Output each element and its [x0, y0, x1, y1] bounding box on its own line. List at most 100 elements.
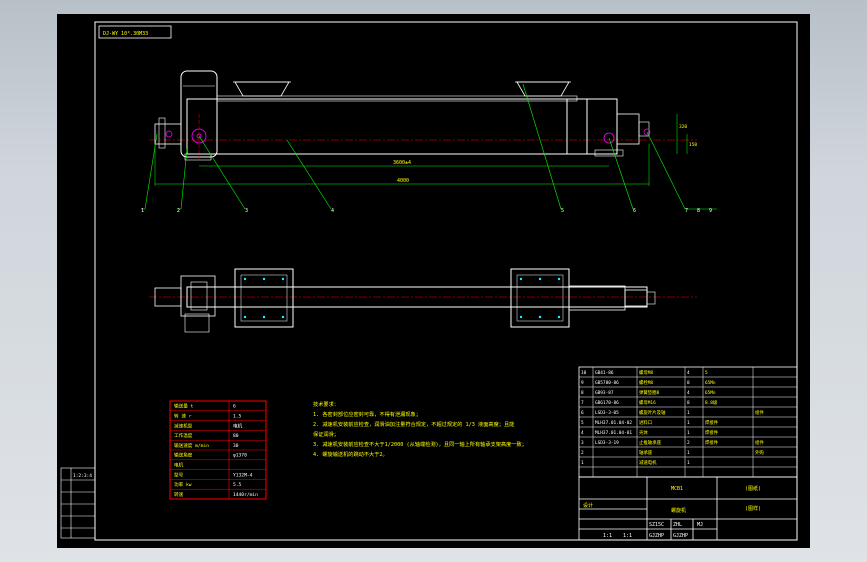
dim-inner-label: 3600±4: [393, 160, 411, 166]
tb-qty-2: 1:1: [623, 533, 632, 539]
balloon-7: 7: [685, 208, 688, 214]
tech-notes: 技术要求： 1. 各密封部位应密封可靠，不得有泄漏现象； 2. 减速机安装前应检…: [313, 400, 527, 458]
leader-6: [608, 137, 634, 210]
bolt-hole: [281, 277, 285, 281]
bolt-hole: [519, 315, 523, 319]
dim-right-2: 150: [689, 142, 697, 148]
bom-cell: 4: [581, 430, 584, 436]
spec-value: ψ1370: [233, 453, 247, 459]
drawing-border: [94, 21, 798, 541]
bom-cell: 组件: [755, 409, 764, 416]
bolt-hole: [538, 315, 542, 319]
spec-value: 80: [233, 433, 239, 439]
inlet-flange: [234, 268, 294, 328]
dim-outer-label: 4000: [397, 178, 409, 184]
right-bolt-circle: [643, 128, 651, 136]
bom-cell: 3: [581, 440, 584, 446]
top-right-shaft: [646, 291, 656, 305]
tb-sub-right-1: (图纸): [745, 485, 761, 492]
tech-notes-heading: 技术要求：: [313, 400, 339, 408]
left-bolt-circle: [165, 130, 173, 138]
front-view: 3600±4 4000 320 150: [141, 70, 717, 214]
left-revision-tab: [60, 467, 96, 539]
bom-cell: 止推轴承座: [639, 439, 662, 446]
tb-code-2: ZHL: [673, 522, 682, 528]
bom-cell: 8.8级: [705, 399, 718, 406]
balloon-1: 1: [141, 208, 144, 214]
bolt-hole: [557, 277, 561, 281]
bom-cell: 1: [687, 430, 690, 436]
bom-cell: 65Mn: [705, 380, 716, 386]
spec-value: 电机: [233, 422, 243, 429]
top-view: [149, 268, 697, 333]
bom-cell: 螺栓M8: [639, 379, 653, 386]
bom-cell: 9: [581, 380, 584, 386]
bom-cell: 螺母M16: [639, 399, 656, 406]
leader-1: [141, 133, 158, 210]
bom-cell: 2: [581, 450, 584, 456]
top-motor-body: [190, 281, 208, 311]
spec-value: 1440r/min: [233, 492, 258, 498]
tech-note-line: 2. 减速机安装前应检查，润滑油加注量符合规定，不超过规定的 1/3 液面高度；…: [313, 420, 514, 428]
leader-4: [286, 139, 332, 210]
bom-cell: GB5780-86: [595, 380, 619, 386]
bom-cell: 1: [687, 450, 690, 456]
bom-cell: 焊接件: [705, 429, 719, 436]
left-tab-text: 1:2:3:4: [73, 473, 92, 479]
inlet-flange-inner: [240, 274, 288, 322]
tb-qty-1: 1:1: [603, 533, 612, 539]
spec-value: 1.5: [233, 413, 242, 419]
bolt-hole: [519, 277, 523, 281]
bom-cell: 8: [687, 400, 690, 406]
spec-label: 转速: [174, 491, 184, 498]
bom-cell: 焊接件: [705, 419, 719, 426]
bom-cell: 8: [581, 390, 584, 396]
tb-code-4: GJZHP: [649, 533, 664, 539]
bom-cell: 10: [581, 370, 587, 376]
bom-cell: 焊接件: [705, 439, 719, 446]
tb-code-5: GJZHP: [673, 533, 688, 539]
bolt-hole: [557, 315, 561, 319]
leader-3: [198, 135, 246, 210]
top-left-cap: [154, 287, 182, 307]
left-end-plate: [158, 117, 166, 149]
bom-cell: 5: [581, 420, 584, 426]
bom-cell: 1: [581, 460, 584, 466]
spec-label: 功率 kw: [174, 481, 192, 488]
bom-cell: 减速电机: [639, 459, 657, 466]
tb-drawing-name: 螺旋机: [671, 507, 686, 514]
spec-value: 6: [233, 404, 236, 410]
bom-cell: GB41-86: [595, 370, 614, 376]
bom-cell: 1: [687, 460, 690, 466]
leader-lines: [141, 83, 717, 210]
tb-designer: 设计: [583, 502, 593, 509]
bom-cell: LSD3-3-19: [595, 440, 619, 446]
right-shaft-stub: [638, 121, 650, 137]
spec-value: Y132M-4: [233, 472, 253, 478]
bolt-hole: [243, 315, 247, 319]
leader-7-9: [646, 131, 717, 210]
balloon-8: 8: [697, 208, 700, 214]
bom-cell: MLH37.01.04-01: [595, 430, 632, 436]
bom-cell: 8: [687, 380, 690, 386]
left-tab-border: [60, 467, 96, 539]
outlet-flange-inner: [516, 274, 564, 322]
bom-cell: 4: [687, 390, 690, 396]
bom-cell: 1: [687, 420, 690, 426]
bom-cell: 组件: [755, 439, 764, 446]
spec-label: 输送角度: [174, 452, 193, 459]
bom-cell: 6: [581, 410, 584, 416]
bom-cell: 1: [687, 410, 690, 416]
bom-cell: 4: [687, 370, 690, 376]
tech-note-line: 4. 螺旋输送机的跳动不大于2。: [313, 450, 388, 458]
bolt-hole: [262, 315, 266, 319]
balloon-3: 3: [245, 208, 248, 214]
bolt-hole: [538, 277, 542, 281]
spec-label: 输送速度 m/min: [174, 442, 209, 449]
right-foot: [594, 149, 624, 157]
spec-label: 型号: [174, 471, 184, 478]
bom-cell: MLH37.01.04-02: [595, 420, 632, 426]
